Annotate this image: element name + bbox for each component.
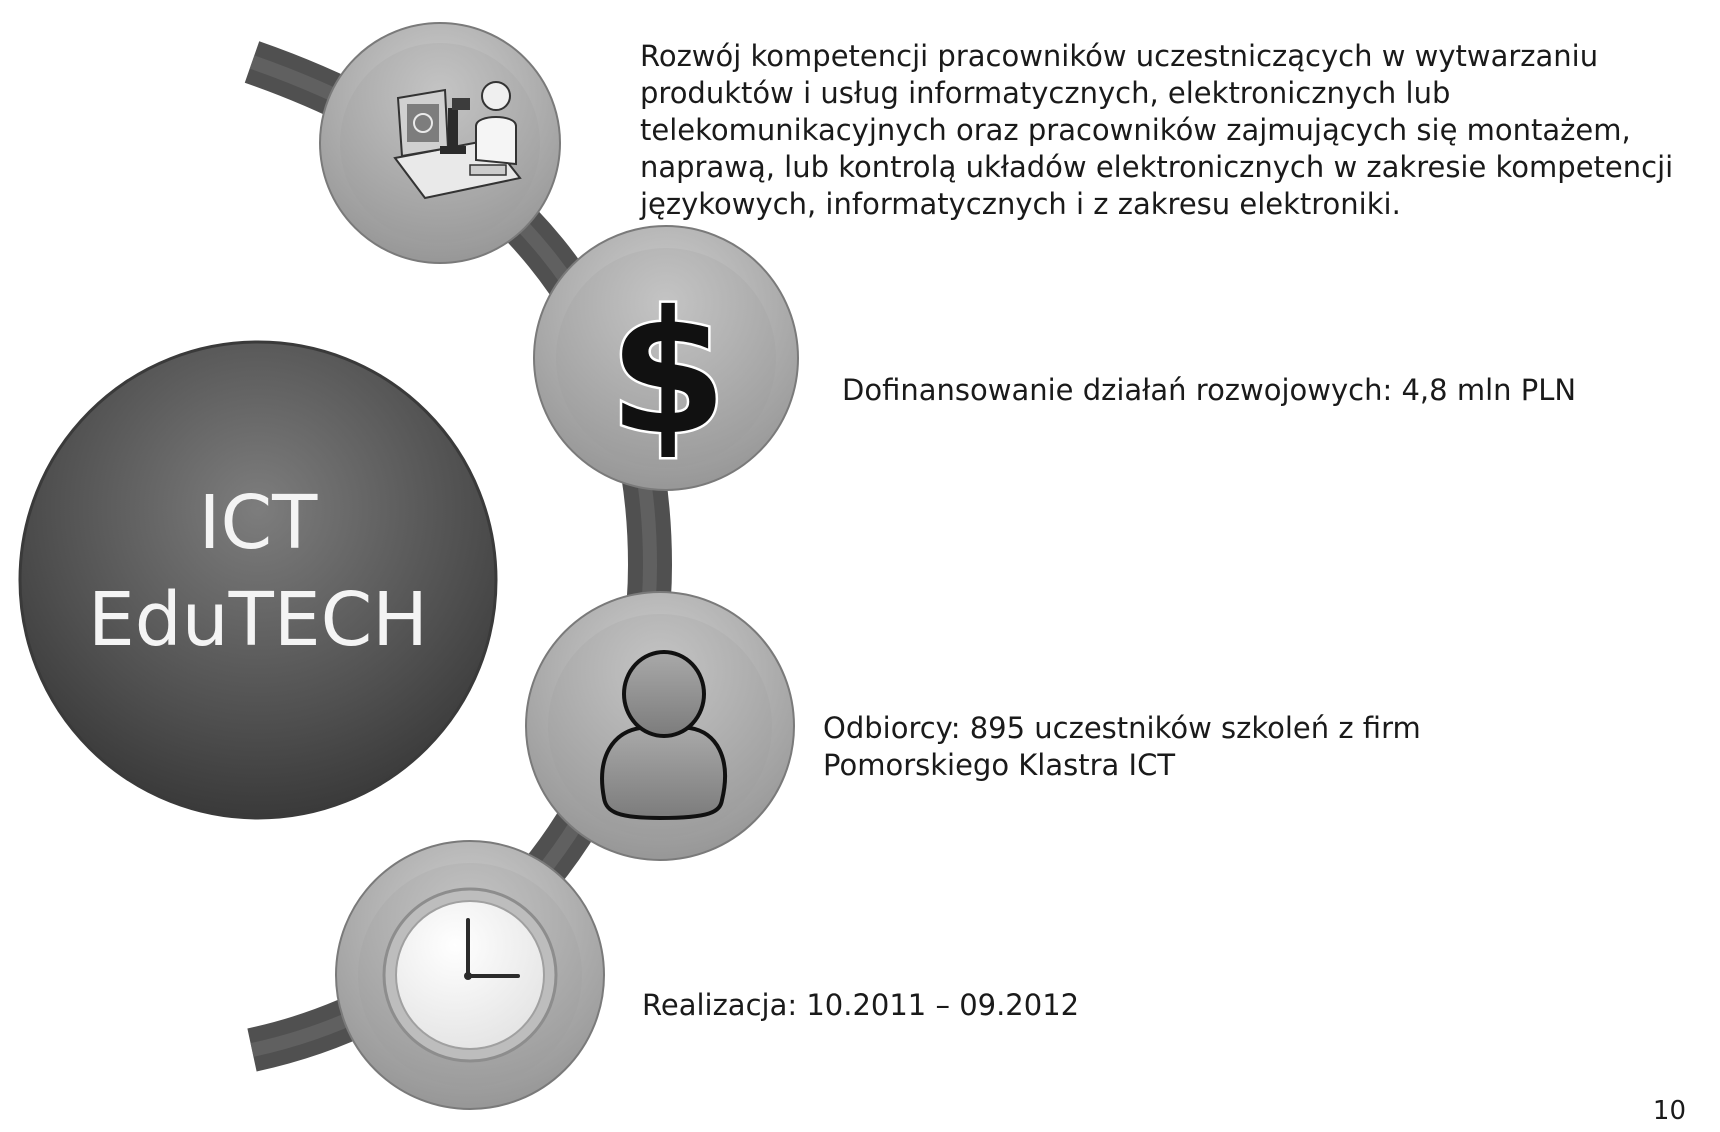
scientist-lab-icon — [393, 81, 522, 200]
item-description-competences: Rozwój kompetencji pracowników uczestnic… — [640, 39, 1674, 221]
person-icon — [600, 650, 727, 821]
clock-icon — [382, 887, 558, 1063]
node-person — [525, 591, 795, 861]
node-clock — [335, 840, 605, 1110]
hub-title-line2: EduTECH — [88, 577, 428, 663]
item-description-funding: Dofinansowanie działań rozwojowych: 4,8 … — [842, 373, 1577, 407]
hub-circle: ICT EduTECH — [18, 340, 498, 820]
hub-title-line1: ICT — [199, 480, 318, 566]
node-scientist — [319, 22, 561, 264]
item-description-recipients: Odbiorcy: 895 uczestników szkoleń z firm… — [823, 711, 1421, 782]
node-dollar: $ — [533, 225, 799, 491]
dollar-icon: $ — [609, 275, 727, 473]
page-number: 10 — [1652, 1096, 1686, 1126]
item-description-timeline: Realizacja: 10.2011 – 09.2012 — [642, 988, 1080, 1022]
